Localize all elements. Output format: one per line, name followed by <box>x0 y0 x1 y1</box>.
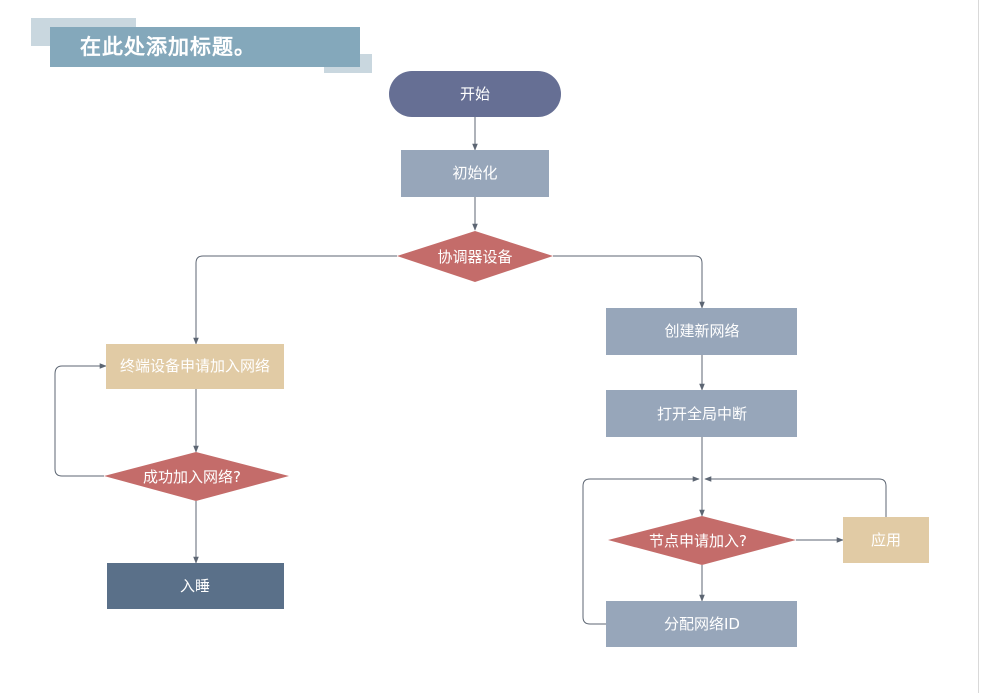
init-process <box>401 150 549 197</box>
coordinator-label: 协调器设备 <box>437 248 512 266</box>
node-request-decision <box>608 516 796 565</box>
page-title: 在此处添加标题。 <box>50 27 360 67</box>
create-network-process <box>606 308 797 355</box>
connector-success-loop <box>54 363 107 477</box>
start-terminator <box>389 71 561 117</box>
assign-id-label: 分配网络ID <box>664 615 740 633</box>
init-label: 初始化 <box>452 164 497 182</box>
join-success-label: 成功加入网络? <box>143 468 241 486</box>
join-success-decision <box>104 452 289 501</box>
connector-coordinator-terminal <box>193 255 397 345</box>
sleep-process <box>107 563 284 609</box>
connector-coordinator-create <box>553 255 705 309</box>
sleep-label: 入睡 <box>180 577 210 595</box>
assign-id-process <box>606 601 797 647</box>
coordinator-decision <box>397 231 553 282</box>
connector-assign-loop <box>582 476 700 625</box>
node-request-label: 节点申请加入? <box>649 532 747 550</box>
application-label: 应用 <box>871 531 901 549</box>
create-network-label: 创建新网络 <box>664 322 739 340</box>
start-label: 开始 <box>460 85 490 103</box>
terminal-request-label: 终端设备申请加入网络 <box>120 357 270 375</box>
enable-interrupt-process <box>606 390 797 437</box>
application-process <box>843 517 929 563</box>
enable-interrupt-label: 打开全局中断 <box>657 405 747 423</box>
terminal-request-process <box>106 344 284 389</box>
connector-app-loop <box>704 476 887 517</box>
page-right-border <box>978 0 979 693</box>
